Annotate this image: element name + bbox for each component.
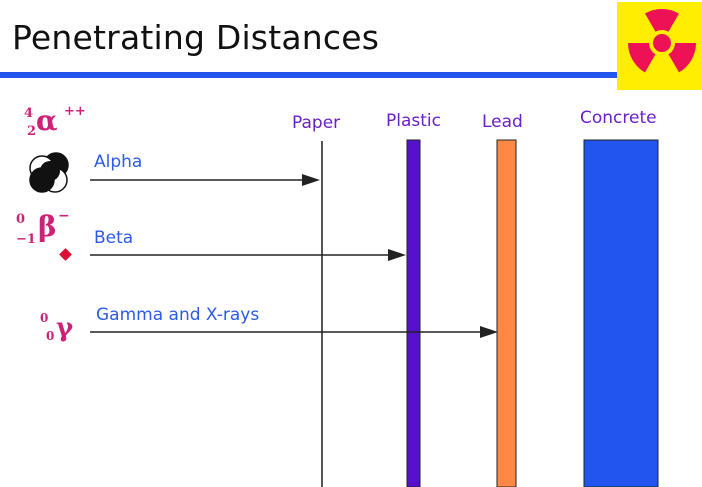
radiation-trefoil-icon [617, 2, 702, 90]
material-label-lead: Lead [482, 112, 523, 132]
material-label-plastic: Plastic [386, 111, 441, 131]
page-title: Penetrating Distances [12, 18, 380, 57]
alpha-arrow [90, 174, 320, 186]
particle-label-alpha: Alpha [94, 152, 143, 172]
gamma-arrow [90, 326, 498, 338]
material-label-concrete: Concrete [580, 108, 657, 128]
beta-arrow [90, 249, 406, 261]
title-underline [0, 72, 620, 78]
particle-label-gamma: Gamma and X-rays [96, 305, 260, 325]
concrete-barrier [583, 139, 659, 487]
plastic-barrier [406, 139, 421, 487]
particle-label-beta: Beta [94, 228, 134, 248]
lead-barrier [496, 139, 517, 487]
material-label-paper: Paper [292, 113, 341, 133]
